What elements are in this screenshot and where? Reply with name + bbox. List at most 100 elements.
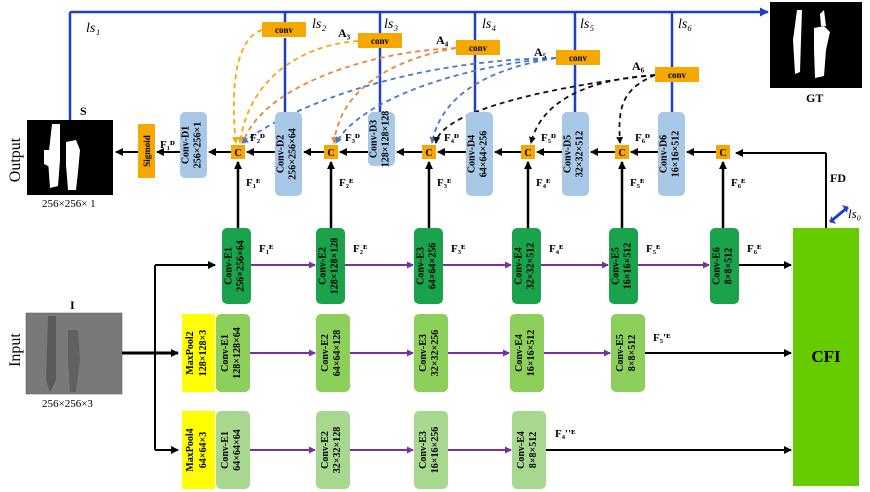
decoder-block-2-size: 256×256×64 — [288, 128, 299, 179]
attention-curve-4 — [331, 47, 457, 144]
encoder-main-block-1-name: Conv-E1 — [224, 247, 235, 285]
cfi-block — [793, 228, 859, 486]
decoder-block-6 — [658, 112, 685, 196]
sigmoid-block — [138, 124, 155, 178]
encoder-main-block-2-name: Conv-E2 — [318, 247, 329, 285]
attention-curve-5 — [241, 57, 557, 144]
encoder-main-block-4-size: 32×32×512 — [526, 243, 537, 289]
output-prediction-image — [27, 120, 113, 195]
gt-label: GT — [806, 91, 823, 105]
decoder-feature-6: F₆ᴰ — [635, 132, 650, 144]
attention-label-5: A₅ — [534, 45, 547, 59]
attn-conv-5 — [655, 67, 699, 82]
decoder-block-6-size: 16×16×512 — [671, 131, 682, 177]
encoder-mid-block-5-name: Conv-E5 — [615, 334, 626, 372]
decoder-block-5-size: 32×32×512 — [575, 131, 586, 177]
encoder-low-block-1 — [216, 411, 250, 489]
skip-feature-4: F₄ᴱ — [536, 177, 551, 189]
supervision-lines — [68, 7, 769, 120]
main-feature-3: F₃ᴱ — [451, 243, 466, 255]
attention-curve-7 — [429, 57, 557, 144]
maxpool4-size: 64×64×3 — [198, 432, 209, 468]
encoder-mid-block-3-name: Conv-E3 — [418, 334, 429, 372]
decoder-block-4-name: Conv-D4 — [467, 135, 478, 173]
decoder-block-5 — [562, 112, 589, 196]
encoder-mid-block-2-name: Conv-E2 — [320, 334, 331, 372]
low-feature: F₄''ᴱ — [555, 428, 576, 440]
skip-feature-6: F₆ᴱ — [731, 177, 746, 189]
ls5-label: ls₅ — [580, 17, 594, 32]
encoder-main-block-2-size: 128×128×128 — [330, 238, 341, 294]
encoder-low-block-1-name: Conv-E1 — [220, 431, 231, 469]
encoder-mid-block-2-size: 64×64×128 — [332, 330, 343, 376]
encoder-mid-block-1 — [216, 314, 250, 392]
decoder-feature-2: F₂ᴰ — [250, 132, 265, 144]
concat-node-4 — [521, 145, 535, 159]
main-feature-1: F₁ᴱ — [259, 243, 274, 255]
decoder-feature-3: F₃ᴰ — [345, 132, 360, 144]
encoder-main-block-4 — [512, 228, 541, 304]
attention-label-4: A₄ — [436, 33, 449, 47]
ls3-label: ls₃ — [384, 17, 398, 32]
encoder-mid-block-5 — [611, 314, 645, 392]
attn-conv-1 — [262, 22, 306, 37]
encoder-main-block-5-size: 16×16×512 — [623, 243, 634, 289]
attn-conv-4 — [556, 50, 600, 65]
encoder-low-block-3-size: 16×16×256 — [430, 427, 441, 473]
encoder-main-block-5-name: Conv-E5 — [611, 247, 622, 285]
output-size-label: 256×256× 1 — [42, 198, 96, 210]
encoder-mid-block-2 — [316, 314, 350, 392]
decoder-block-1-size: 256×256×1 — [193, 122, 204, 168]
encoder-main-block-2 — [316, 228, 345, 304]
skip-feature-2: F₂ᴱ — [339, 177, 354, 189]
i-label: I — [70, 298, 75, 312]
encoder-mid-block-1-name: Conv-E1 — [220, 334, 231, 372]
concat-label-4: C — [524, 148, 531, 159]
input-image — [25, 312, 123, 395]
attention-label-3: A₃ — [338, 26, 351, 40]
encoder-main-block-4-name: Conv-E4 — [514, 247, 525, 285]
input-size-label: 256×256×3 — [42, 398, 93, 410]
decoder-block-6-name: Conv-D6 — [659, 135, 670, 173]
encoder-low-block-2 — [316, 411, 350, 489]
ls1-label: ls₁ — [86, 21, 100, 36]
attention-curve-6 — [335, 57, 557, 144]
encoder-low-block-3 — [414, 411, 448, 489]
attention-label-6: A₆ — [632, 59, 645, 73]
decoder-feature-1: F₁ᴰ — [160, 139, 175, 151]
input-branch-arrows — [122, 261, 216, 454]
mid-feature: F₅'ᴱ — [653, 332, 671, 344]
encoder-main-block-6-name: Conv-E6 — [712, 247, 723, 285]
ls6-label: ls₆ — [678, 17, 692, 32]
decoder-block-5-name: Conv-D5 — [563, 135, 574, 173]
encoder-mid-block-4 — [510, 314, 544, 392]
decoder-block-3 — [368, 112, 395, 166]
main-feature-4: F₄ᴱ — [549, 243, 564, 255]
ground-truth-image — [770, 2, 862, 88]
encoder-low-block-4-size: 8×8×512 — [528, 432, 539, 468]
encoder-main-block-3-name: Conv-E3 — [416, 247, 427, 285]
attn-conv-label-1: conv — [275, 25, 294, 35]
encoder-low-block-2-name: Conv-E2 — [320, 431, 331, 469]
input-side-label: Input — [7, 333, 24, 367]
concat-node-5 — [615, 145, 629, 159]
attn-conv-2 — [358, 33, 402, 48]
encoder-mid-block-1-size: 128×128×64 — [232, 327, 243, 378]
encoder-mid-block-3 — [414, 314, 448, 392]
decoder-block-1-name: Conv-D1 — [181, 126, 192, 164]
decoder-block-4 — [466, 112, 493, 196]
attention-curve-10 — [616, 74, 656, 144]
attn-conv-label-2: conv — [371, 36, 390, 46]
encoder-main-block-5 — [609, 228, 638, 304]
sigmoid-label: Sigmoid — [142, 135, 152, 167]
decoder-block-1 — [180, 112, 207, 178]
skip-feature-1: F₁ᴱ — [246, 177, 261, 189]
decoder-block-4-size: 64×64×256 — [479, 131, 490, 177]
attention-curve-3 — [241, 47, 457, 144]
encoder-low-block-3-name: Conv-E3 — [418, 431, 429, 469]
maxpool2-block — [182, 314, 215, 392]
encoder-main-block-1 — [222, 228, 251, 304]
maxpool4-name: MaxPool4 — [185, 428, 196, 471]
encoder-mid-block-4-name: Conv-E4 — [514, 334, 525, 372]
main-feature-6: F₆ᴱ — [747, 243, 762, 255]
